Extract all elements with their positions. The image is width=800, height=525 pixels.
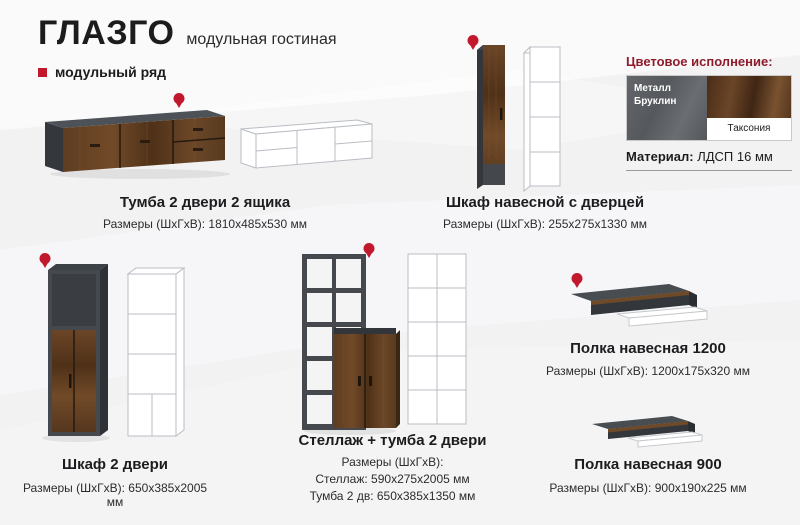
tall-cabinet-render	[42, 264, 110, 442]
red-pin-icon	[38, 252, 52, 269]
wall-shelf-1200-render	[571, 284, 708, 327]
product-name: Тумба 2 двери 2 ящика	[119, 194, 291, 211]
shelving-unit-render	[302, 254, 400, 435]
wall-cabinet-wireframe	[522, 45, 562, 192]
product-dims: Размеры (ШхГхВ): 900х190х225 мм	[549, 481, 747, 495]
red-square-bullet-icon	[38, 67, 47, 77]
color-panel-title: Цветовое исполнение:	[626, 54, 773, 69]
header: ГЛАЗГО модульная гостиная	[38, 14, 337, 53]
product-dims-line2: Тумба 2 дв: 650х385х1350 мм	[309, 489, 476, 503]
product-dims-line1: Стеллаж: 590х275х2005 мм	[315, 472, 470, 486]
product-dims: Размеры (ШхГхВ): 255х275х1330 мм	[443, 217, 647, 231]
tv-stand-wireframe	[240, 119, 373, 169]
material-value: ЛДСП 16 мм	[693, 149, 773, 164]
swatch-metal-brooklyn: Металл Бруклин	[627, 76, 707, 140]
swatch-box: Металл Бруклин Таксония	[626, 75, 792, 141]
swatch-metal-label-line1: Металл	[634, 83, 671, 94]
swatch-wood-taxonia	[707, 76, 791, 118]
red-pin-icon	[362, 242, 376, 259]
page-subtitle: модульная гостиная	[186, 31, 337, 48]
red-pin-icon	[570, 272, 584, 289]
tv-stand-render	[45, 110, 230, 179]
red-pin-icon	[466, 34, 480, 51]
product-name: Полка навесная 1200	[570, 340, 726, 357]
material-line: Материал: ЛДСП 16 мм	[626, 149, 792, 171]
color-panel: Цветовое исполнение: Металл Бруклин Такс…	[626, 54, 792, 171]
product-name: Стеллаж + тумба 2 двери	[298, 432, 487, 449]
product-dims-title: Размеры (ШхГхВ):	[341, 455, 444, 469]
tall-cabinet-wireframe	[126, 267, 186, 437]
wall-cabinet-render	[477, 45, 505, 189]
red-pin-icon	[172, 92, 186, 109]
product-name: Полка навесная 900	[574, 456, 722, 473]
product-name: Шкаф навесной с дверцей	[445, 194, 645, 211]
product-dims: Размеры (ШхГхВ): 650х385х2005 мм	[22, 481, 208, 509]
series-row: модульный ряд	[38, 64, 166, 80]
product-dims: Размеры (ШхГхВ): 1810х485х530 мм	[103, 217, 307, 231]
product-name: Шкаф 2 двери	[62, 456, 168, 473]
shelving-unit-wireframe	[407, 253, 467, 425]
swatch-wood-label: Таксония	[727, 123, 771, 134]
wall-shelf-900-render	[592, 416, 703, 448]
product-dims: Размеры (ШхГхВ): 1200х175х320 мм	[546, 364, 750, 378]
series-label: модульный ряд	[55, 64, 167, 80]
swatch-metal-label-line2: Бруклин	[634, 96, 677, 107]
page-title: ГЛАЗГО	[38, 14, 175, 52]
material-label: Материал:	[626, 149, 694, 164]
swatch-wood-column: Таксония	[707, 76, 791, 140]
